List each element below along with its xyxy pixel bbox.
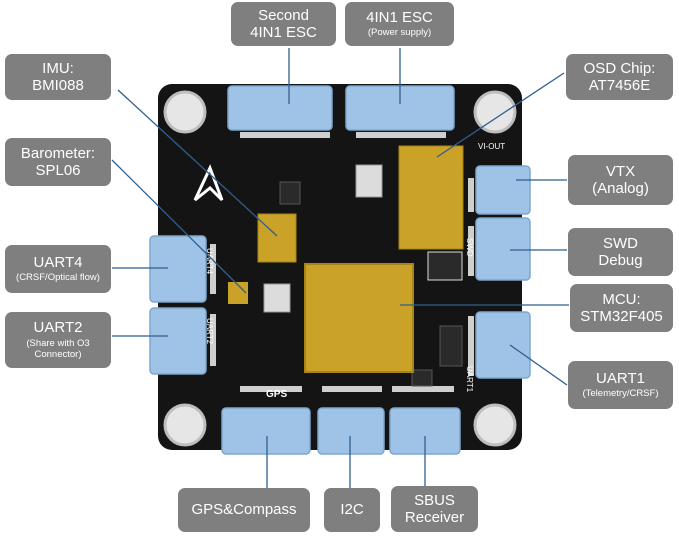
callout-swd-line1: SWD — [603, 234, 638, 252]
callout-4in1-esc-sub: (Power supply) — [367, 27, 432, 39]
small-components — [228, 164, 463, 387]
silk-vi-out: VI-OUT — [478, 142, 505, 151]
callout-uart2-line1: UART2 — [33, 319, 83, 337]
callout-baro-line1: Barometer: — [20, 144, 96, 162]
callout-gps-line1: GPS&Compass — [191, 501, 297, 519]
callout-mcu: MCU: STM32F405 — [570, 284, 673, 332]
callout-barometer: Barometer: SPL06 — [5, 138, 111, 186]
callout-second-esc-line2: 4IN1 ESC — [250, 24, 317, 41]
callout-swd-line2: Debug — [598, 252, 643, 269]
callout-uart1: UART1 (Telemetry/CRSF) — [568, 361, 673, 409]
callout-4in1-esc-line1: 4IN1 ESC — [366, 8, 433, 26]
solder-pads — [210, 132, 474, 392]
silk-gps: GPS — [266, 389, 287, 400]
brand-logo — [193, 164, 224, 202]
callout-sbus-line1: SBUS — [414, 491, 455, 509]
silk-uart2: UART2 — [205, 318, 214, 345]
callout-vtx-line1: VTX — [605, 162, 636, 180]
callout-uart1-line1: UART1 — [596, 369, 645, 387]
callout-4in1-esc: 4IN1 ESC (Power supply) — [345, 2, 454, 46]
callout-uart4-line1: UART4 — [33, 253, 83, 271]
callout-sbus-receiver: SBUS Receiver — [391, 486, 478, 532]
callout-imu-line1: IMU: — [42, 59, 74, 77]
callout-uart4-sub: (CRSF/Optical flow) — [16, 272, 100, 284]
callout-i2c-line1: I2C — [340, 501, 364, 519]
callout-gps-compass: GPS&Compass — [178, 488, 310, 532]
callout-vtx-line2: (Analog) — [592, 180, 649, 197]
mcu-chip — [304, 263, 414, 373]
callout-osd-line2: AT7456E — [588, 77, 651, 94]
callout-uart2-sub1: (Share with O3 — [26, 337, 90, 349]
callout-i2c: I2C — [324, 488, 380, 532]
silk-uart4: UART4 — [205, 248, 214, 275]
callout-uart1-sub: (Telemetry/CRSF) — [582, 388, 659, 400]
callout-uart4: UART4 (CRSF/Optical flow) — [5, 245, 111, 293]
leader-lines — [111, 48, 569, 488]
callout-imu: IMU: BMI088 — [5, 54, 111, 100]
silk-swd: SWD — [465, 238, 474, 257]
callout-mcu-line2: STM32F405 — [580, 308, 663, 325]
silk-uart1: UART1 — [465, 366, 474, 393]
callout-second-esc-line1: Second — [258, 6, 309, 24]
callout-sbus-line2: Receiver — [404, 509, 465, 526]
callout-uart2-sub2: Connector) — [34, 348, 82, 360]
callout-imu-line2: BMI088 — [32, 77, 84, 94]
callout-osd-chip: OSD Chip: AT7456E — [566, 54, 673, 100]
mounting-holes — [163, 90, 517, 447]
callout-swd: SWD Debug — [568, 228, 673, 276]
imu-chip — [257, 213, 297, 263]
callout-osd-line1: OSD Chip: — [583, 59, 656, 77]
callout-mcu-line1: MCU: — [602, 290, 641, 308]
callout-baro-line2: SPL06 — [35, 162, 81, 179]
callout-uart2: UART2 (Share with O3 Connector) — [5, 312, 111, 368]
osd-chip — [398, 145, 464, 250]
callout-second-esc: Second 4IN1 ESC — [231, 2, 336, 46]
callout-vtx: VTX (Analog) — [568, 155, 673, 205]
